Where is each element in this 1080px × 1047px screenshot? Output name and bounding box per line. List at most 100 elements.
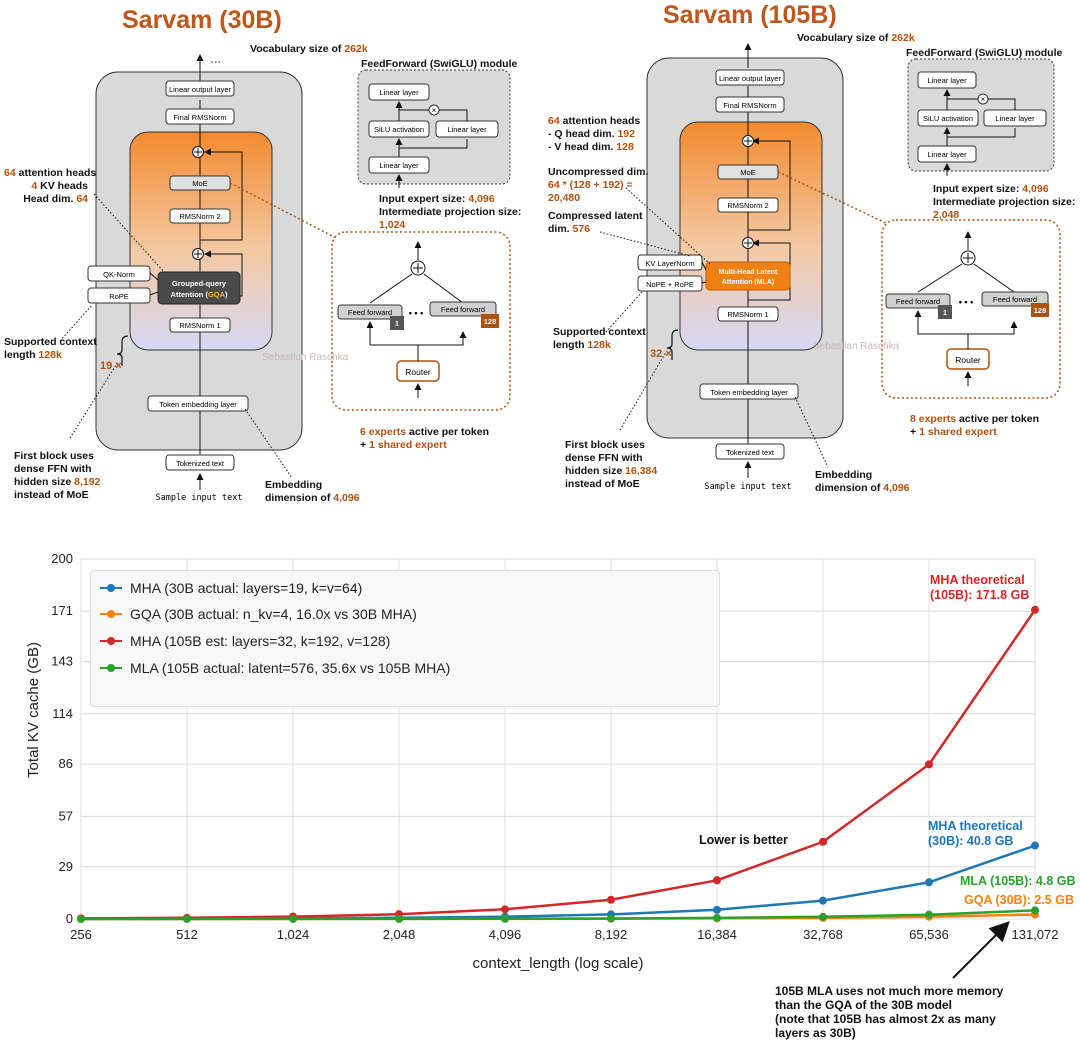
left-moe-router: Router <box>405 367 431 377</box>
left-ffn-silu: SiLU activation <box>374 125 424 134</box>
series-3-point <box>925 910 933 919</box>
left-moe-ff2: Feed forward <box>441 305 485 314</box>
series-3-point <box>183 914 191 923</box>
left-attention-label-1: Grouped-query <box>172 279 227 288</box>
right-moe-dots: • • • <box>959 297 973 307</box>
chart-legend <box>90 570 720 707</box>
left-rmsnorm2-label: RMSNorm 2 <box>179 212 220 221</box>
left-moe-ff1: Feed forward <box>348 308 392 317</box>
y-tick-label: 29 <box>59 859 73 874</box>
svg-text:×: × <box>432 106 437 115</box>
series-3-point <box>501 914 509 923</box>
x-tick-label: 8,192 <box>595 927 628 942</box>
right-attention-label-1: Multi-Head Latent <box>719 269 778 276</box>
x-tick-label: 32,768 <box>803 927 843 942</box>
y-tick-label: 0 <box>66 911 73 926</box>
left-context-note: Supported context length 128k <box>4 336 97 361</box>
right-ffn-silu: SiLU activation <box>923 114 973 123</box>
series-3-point <box>607 914 615 923</box>
annotation-arrow <box>952 921 1010 979</box>
right-moe-detail-box <box>881 219 1061 399</box>
right-watermark: Sebastian Raschka <box>813 341 900 352</box>
right-moe-ff1: Feed forward <box>896 297 940 306</box>
svg-text:Attention (GQA): Attention (GQA) <box>170 290 228 299</box>
left-expert-sizes: Input expert size: 4,096 Intermediate pr… <box>379 193 522 231</box>
right-rmsnorm1-label: RMSNorm 1 <box>727 310 768 319</box>
right-token-embed-label: Token embedding layer <box>710 388 788 397</box>
annotation-lower-better: Lower is better <box>699 833 788 847</box>
y-tick-label: 114 <box>52 706 73 721</box>
legend-item-mha105: MHA (105B est: layers=32, k=192, v=128) <box>100 633 390 649</box>
left-final-norm-label: Final RMSNorm <box>173 113 226 122</box>
right-ffn-linear-bottom: Linear layer <box>927 150 967 159</box>
right-kvnorm-label: KV LayerNorm <box>645 259 694 268</box>
right-linear-output-label: Linear output layer <box>719 74 782 83</box>
annotation-mha105: MHA theoretical(105B): 171.8 GB <box>930 573 1030 602</box>
left-linear-output-label: Linear output layer <box>169 85 232 94</box>
left-moe-n2: 128 <box>484 317 497 326</box>
right-ffn-linear-right: Linear layer <box>995 114 1035 123</box>
left-moe-detail-box <box>331 231 511 411</box>
left-experts-note: 6 experts active per token + 1 shared ex… <box>360 426 489 451</box>
right-rope-label: NoPE + RoPE <box>646 280 694 289</box>
legend-item-gqa30: GQA (30B actual: n_kv=4, 16.0x vs 30B MH… <box>100 606 417 622</box>
annotation-mha30: MHA theoretical(30B): 40.8 GB <box>928 819 1023 848</box>
right-transformer-block <box>679 121 823 351</box>
series-3-point <box>395 914 403 923</box>
left-sample-input: Sample input text <box>156 493 243 503</box>
x-tick-label: 256 <box>70 927 92 942</box>
right-final-norm-label: Final RMSNorm <box>723 101 776 110</box>
left-rmsnorm1-label: RMSNorm 1 <box>179 321 220 330</box>
annotation-mla: MLA (105B): 4.8 GB <box>960 874 1076 888</box>
left-token-embed-label: Token embedding layer <box>159 400 237 409</box>
series-line-0 <box>80 844 1036 921</box>
left-ffn-title: FeedForward (SwiGLU) module <box>361 58 518 70</box>
annotation-note: 105B MLA uses not much more memory than … <box>775 984 1004 1040</box>
x-tick-label: 4,096 <box>489 927 522 942</box>
right-architecture-diagram: × Linear output layer Final RMSNorm MoE … <box>599 43 1061 492</box>
left-moe-dots: • • • <box>409 308 423 318</box>
y-tick-label: 57 <box>59 808 73 823</box>
right-moe-label: MoE <box>740 168 755 177</box>
series-0-point <box>819 896 827 905</box>
left-attention-gqa: GQA <box>208 290 226 299</box>
left-moe-n1: 1 <box>395 319 399 328</box>
y-tick-label: 200 <box>51 551 73 566</box>
right-attention-label-2: Attention (MLA) <box>722 279 774 286</box>
right-experts-note: 8 experts active per token + 1 shared ex… <box>910 413 1039 438</box>
left-attention-label-2c: ) <box>225 290 228 299</box>
left-moe-label: MoE <box>192 179 207 188</box>
annotation-gqa: GQA (30B): 2.5 GB <box>964 893 1074 907</box>
x-tick-label: 2,048 <box>383 927 416 942</box>
right-repeat-count: 32 × <box>650 348 672 360</box>
right-vocab-note: Vocabulary size of 262k <box>797 32 915 44</box>
series-2-point <box>713 876 721 885</box>
left-architecture-diagram: × Linear output layer Final RMSNorm MoE … <box>59 54 511 503</box>
x-tick-label: 131,072 <box>1012 927 1059 942</box>
right-first-block-note: First block uses dense FFN with hidden s… <box>565 439 658 490</box>
right-heads-note: 64 attention heads - Q head dim. 192 - V… <box>548 115 641 153</box>
right-moe-n2: 128 <box>1034 306 1047 315</box>
x-tick-label: 512 <box>176 927 198 942</box>
y-tick-label: 143 <box>51 654 73 669</box>
svg-text:×: × <box>981 95 986 104</box>
left-attention-label-2a: Attention ( <box>170 290 208 299</box>
left-repeat-count: 19 × <box>100 360 122 372</box>
right-ffn-title: FeedForward (SwiGLU) module <box>906 47 1063 59</box>
y-tick-label: 171 <box>51 603 73 618</box>
series-2-point <box>1031 605 1039 614</box>
left-ffn-linear-top: Linear layer <box>379 88 419 97</box>
left-qknorm-label: QK-Norm <box>103 270 135 279</box>
right-title: Sarvam (105B) <box>663 1 837 29</box>
series-2-point <box>501 905 509 914</box>
series-3-point <box>1031 906 1039 915</box>
y-tick-label: 86 <box>59 756 73 771</box>
left-ffn-linear-bottom: Linear layer <box>379 161 419 170</box>
right-context-note: Supported context length 128k <box>553 326 646 351</box>
right-moe-ff2: Feed forward <box>993 295 1037 304</box>
right-tokenized-label: Tokenized text <box>726 448 775 457</box>
legend-item-mla105: MLA (105B actual: latent=576, 35.6x vs 1… <box>100 660 450 676</box>
right-uncompressed-note: Uncompressed dim. 64 * (128 + 192) = 20,… <box>548 166 649 204</box>
left-rope-label: RoPE <box>109 292 129 301</box>
series-3-point <box>713 913 721 922</box>
